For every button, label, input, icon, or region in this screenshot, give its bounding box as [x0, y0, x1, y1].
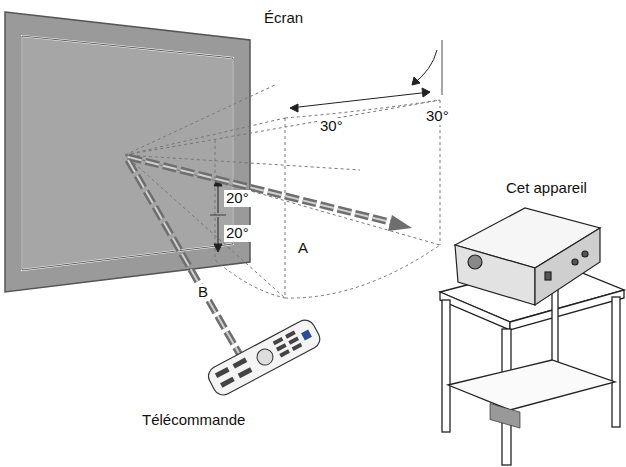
projector: [455, 208, 600, 428]
screen-inner: [22, 36, 233, 270]
screen-label: Écran: [262, 10, 305, 27]
beam-label: B: [196, 284, 210, 301]
screen-inner-edge: [22, 36, 233, 270]
angle-label: 30°: [424, 108, 451, 125]
angle-label: 30°: [318, 118, 345, 135]
angle-label: 20°: [224, 225, 251, 242]
beam-a: [128, 157, 412, 231]
remote-control: [205, 317, 323, 399]
screen: [5, 12, 250, 292]
device-label: Cet appareil: [504, 180, 589, 197]
angle-arrows: [210, 40, 442, 252]
beam-label: A: [296, 240, 310, 257]
angle-label: 20°: [224, 190, 251, 207]
remote-label: Télécommande: [140, 412, 247, 429]
reception-zone: [125, 85, 440, 298]
